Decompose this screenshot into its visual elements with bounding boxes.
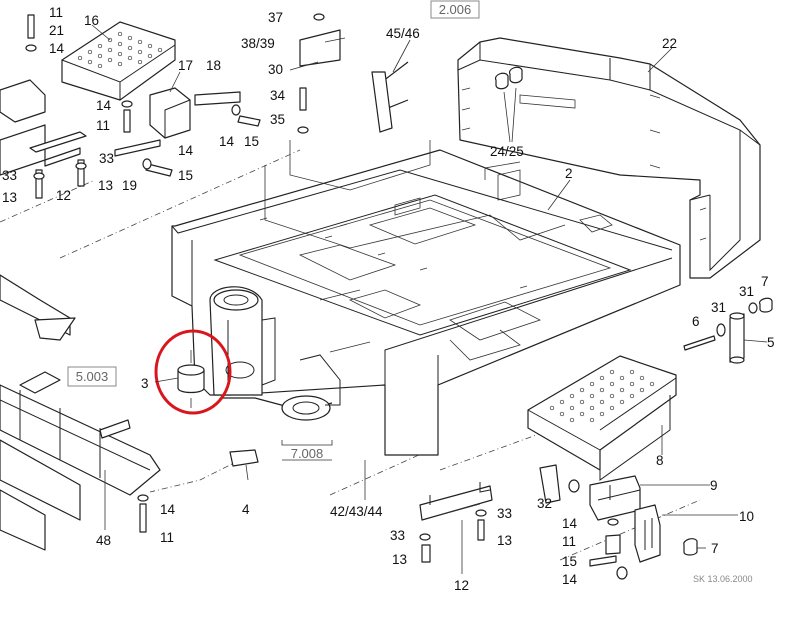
label-11-bottom-left: 11 [160, 530, 174, 545]
reference-2006: 2.006 [439, 2, 472, 17]
label-14-right-bottom: 14 [562, 516, 578, 531]
label-30: 30 [268, 62, 283, 77]
label-14-right-last: 14 [562, 572, 578, 587]
label-14-top: 14 [49, 41, 65, 56]
label-48: 48 [96, 533, 111, 548]
label-4: 4 [242, 502, 250, 517]
label-10: 10 [739, 509, 754, 524]
left-upper-brackets [0, 79, 241, 176]
label-21: 21 [49, 23, 64, 38]
label-12-left: 12 [56, 188, 71, 203]
label-13-bottom-right: 13 [497, 533, 512, 548]
label-14-bottom-left: 14 [160, 502, 176, 517]
reference-box-7008: 7.008 [281, 440, 333, 461]
highlight-circle [154, 329, 232, 415]
label-9: 9 [710, 478, 718, 493]
label-33-bottom: 33 [390, 528, 405, 543]
reference-5003: 5.003 [76, 369, 109, 384]
label-13-bottom: 13 [392, 552, 407, 567]
label-33-left: 33 [2, 168, 17, 183]
reference-7008: 7.008 [291, 446, 324, 461]
reference-box-2006: 2.006 [430, 0, 480, 19]
label-13-mid: 13 [98, 178, 113, 193]
label-22: 22 [662, 36, 677, 51]
label-11-top: 11 [49, 5, 63, 20]
main-frame [171, 140, 681, 456]
step-plate-upper [61, 21, 176, 101]
reference-box-5003: 5.003 [67, 366, 117, 387]
label-16: 16 [84, 13, 99, 28]
label-7-bottom: 7 [711, 541, 719, 556]
part-labels: 11 21 14 16 17 18 14 11 33 14 15 13 19 3… [2, 5, 775, 593]
label-45-46: 45/46 [386, 26, 420, 41]
label-15-mid: 15 [178, 168, 193, 183]
label-15-right-bottom: 15 [562, 554, 577, 569]
label-31-a: 31 [711, 300, 726, 315]
hinge-10 [634, 504, 661, 563]
bolts [27, 14, 773, 567]
label-13-left: 13 [2, 190, 17, 205]
side-rail-lower [0, 274, 161, 551]
label-11-left: 11 [96, 118, 110, 133]
drawing-stamp: SK 13.06.2000 [693, 574, 753, 584]
bracket-9 [589, 475, 641, 521]
counterweight [457, 37, 761, 279]
pin-5 [729, 312, 745, 364]
label-31-b: 31 [739, 284, 754, 299]
label-6: 6 [692, 314, 700, 329]
label-38-39: 38/39 [241, 36, 275, 51]
label-37: 37 [268, 10, 283, 25]
label-14-left: 14 [96, 98, 112, 113]
part-3-bushing [177, 350, 205, 408]
label-14-mid: 14 [178, 143, 194, 158]
leader-lines [91, 24, 768, 574]
label-12-bottom: 12 [454, 578, 469, 593]
bracket-12 [419, 482, 493, 521]
label-15-right: 15 [244, 134, 259, 149]
label-5: 5 [767, 335, 775, 350]
label-19: 19 [122, 178, 137, 193]
label-34: 34 [270, 88, 286, 103]
label-14-right: 14 [219, 134, 235, 149]
washers [25, 13, 758, 580]
label-7-top: 7 [761, 274, 769, 289]
label-32: 32 [537, 496, 552, 511]
label-24-25: 24/25 [490, 144, 524, 159]
label-11-right-bottom: 11 [562, 534, 576, 549]
label-2: 2 [565, 166, 573, 181]
label-8: 8 [656, 453, 664, 468]
step-plate-lower [527, 355, 677, 481]
label-33-mid: 33 [99, 151, 114, 166]
label-33-bottom-right: 33 [497, 506, 512, 521]
label-18: 18 [206, 58, 221, 73]
label-17: 17 [178, 58, 193, 73]
label-3: 3 [141, 376, 149, 391]
label-42-43-44: 42/43/44 [330, 504, 383, 519]
label-35: 35 [270, 112, 285, 127]
